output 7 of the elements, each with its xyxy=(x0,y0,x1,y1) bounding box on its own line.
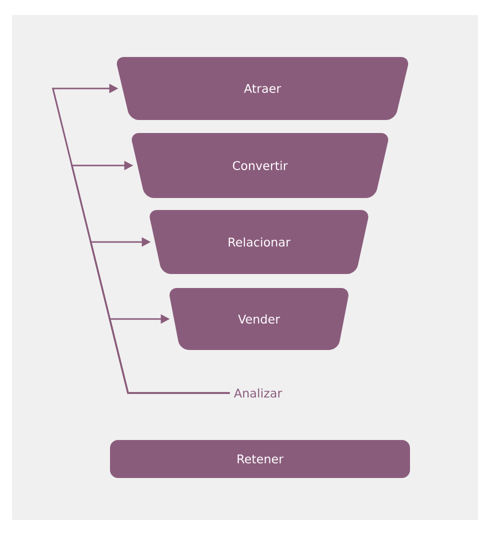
funnel-stage: Convertir xyxy=(132,133,388,198)
stage-label: Analizar xyxy=(234,388,282,398)
stage-box: Retener xyxy=(110,440,410,478)
funnel-stage: Atraer xyxy=(116,57,408,120)
funnel-stage: Vender xyxy=(170,288,348,350)
arrow xyxy=(108,314,230,394)
funnel-stage: Relacionar xyxy=(150,210,368,274)
